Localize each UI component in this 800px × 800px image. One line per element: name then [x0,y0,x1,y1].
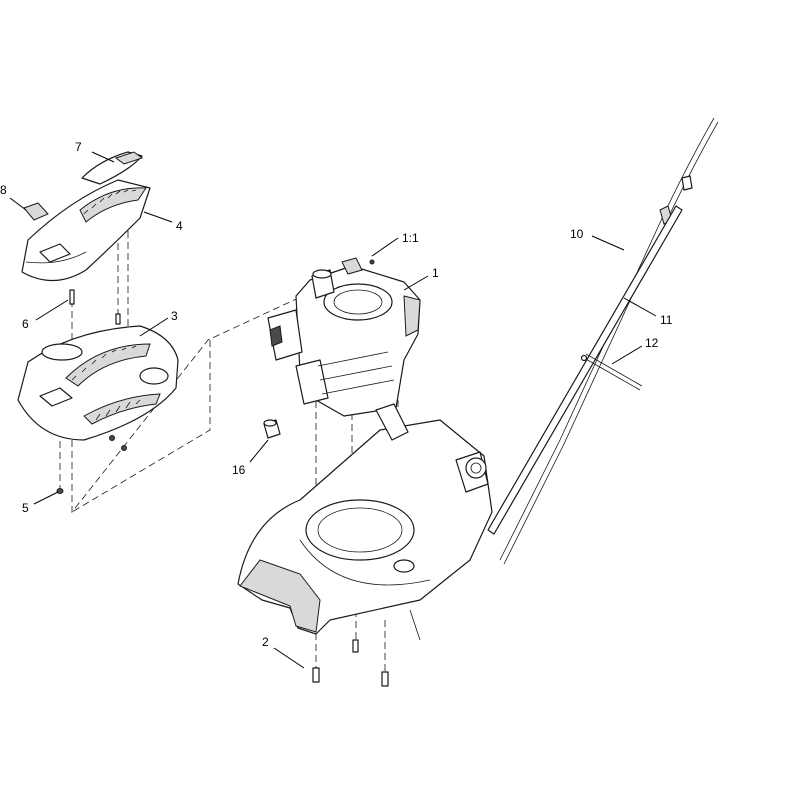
part-6-screw [69,289,121,325]
part-3-engine-shroud [17,325,179,451]
callout-1-1: 1:1 [402,231,419,245]
part-12-rod [580,353,643,391]
callout-7: 7 [75,140,82,154]
callout-4: 4 [176,219,183,233]
callout-12: 12 [645,336,659,350]
part-5-nut [56,488,64,494]
part-2-deck-bolts [312,639,389,687]
part-10-handle-cable [499,117,719,565]
callout-3: 3 [171,309,178,323]
callout-10: 10 [570,227,584,241]
callout-2: 2 [262,635,269,649]
callout-16: 16 [232,463,246,477]
callout-labels: 7 8 4 6 3 5 1:1 1 16 2 10 11 12 [0,140,673,649]
callout-1: 1 [432,266,439,280]
part-2-mower-deck [237,403,493,641]
part-1-engine [267,257,421,417]
part-8-decal [23,202,49,221]
callout-leader-lines [9,151,657,669]
part-4-top-cover [21,179,151,282]
part-11-handle-bar [487,205,683,535]
callout-11: 11 [660,313,673,327]
callout-5: 5 [22,501,29,515]
part-16-bushing [263,419,281,439]
part-7-badge [81,151,144,185]
callout-8: 8 [0,183,7,197]
callout-6: 6 [22,317,29,331]
